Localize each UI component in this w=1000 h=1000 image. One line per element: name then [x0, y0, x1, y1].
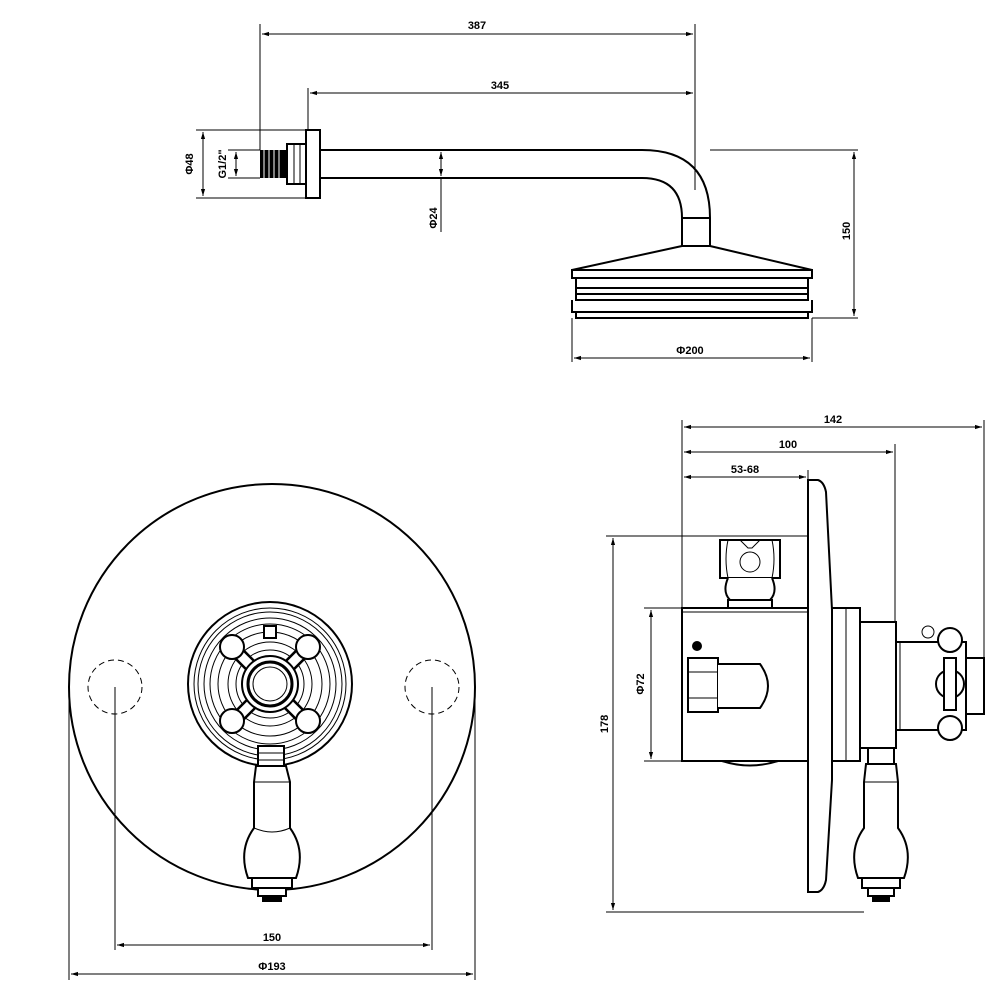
dim-depth-body: 100 — [779, 439, 797, 451]
valve-side-view — [681, 479, 985, 902]
dim-arm-reach: 345 — [491, 80, 509, 92]
lever-handle — [243, 745, 301, 902]
dim-head-dia: Φ200 — [676, 345, 703, 357]
dim-arm-dia: Φ24 — [428, 206, 440, 228]
dim-valve-height: 178 — [599, 715, 611, 733]
wall-flange — [305, 129, 321, 199]
dim-head-drop: 150 — [841, 222, 853, 240]
dim-wall-depth: 53-68 — [731, 464, 759, 476]
shower-arm-side-view — [260, 129, 813, 319]
dim-flange-dia: Φ48 — [184, 153, 196, 174]
shower-dimensions: 387 345 Φ48 G1/2" Φ24 150 Φ200 — [184, 20, 858, 362]
dim-depth-total: 142 — [824, 414, 842, 426]
thread-connector — [260, 150, 290, 178]
dim-hole-spacing: 150 — [263, 932, 281, 944]
dim-thread: G1/2" — [217, 149, 229, 178]
dim-body-dia: Φ72 — [635, 673, 647, 694]
side-dimensions: 142 100 53-68 178 Φ72 — [599, 414, 985, 913]
shower-head — [571, 245, 813, 271]
valve-front-view — [68, 483, 476, 902]
cross-handle — [219, 625, 321, 734]
dim-arm-total: 387 — [468, 20, 486, 32]
dim-plate-dia: Φ193 — [258, 961, 285, 973]
cover-plate-profile — [807, 479, 833, 893]
front-dimensions: 150 Φ193 — [68, 687, 476, 980]
